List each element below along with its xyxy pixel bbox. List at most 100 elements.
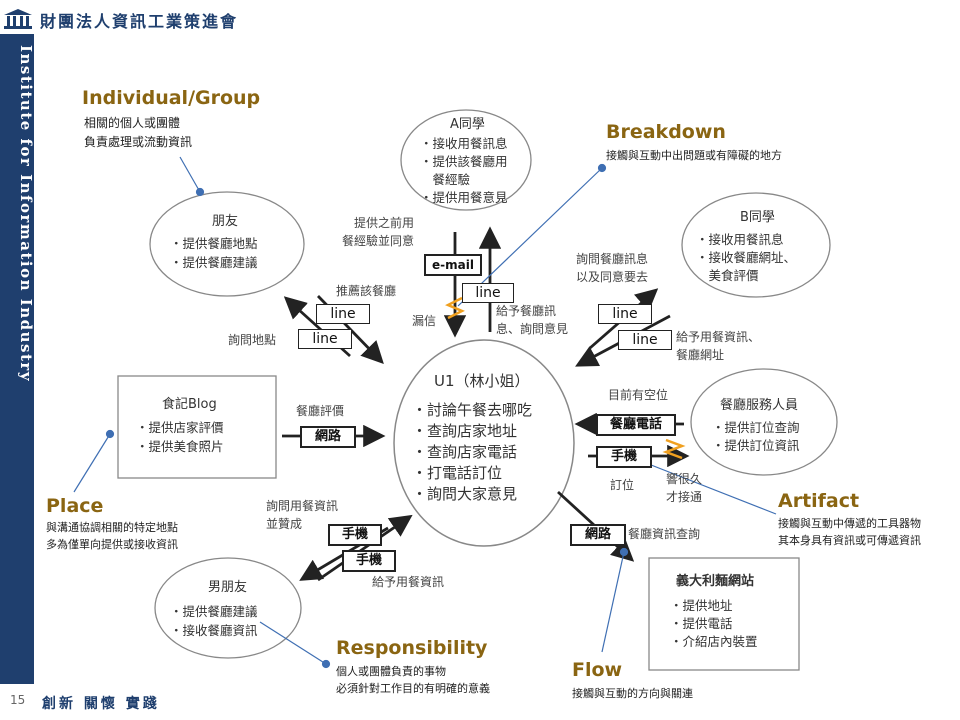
- category-place-title: Place: [46, 495, 104, 517]
- center-title: U1（林小姐）: [434, 372, 530, 390]
- website-item: ・提供地址: [670, 598, 733, 613]
- center-item: ・查詢店家地址: [412, 422, 518, 440]
- org-name: 財團法人資訊工業策進會: [40, 12, 239, 31]
- category-artifact-desc: 接觸與互動中傳遞的工具器物: [778, 517, 921, 530]
- page-number: 15: [10, 693, 26, 707]
- a-classmate-item: ・提供該餐廳用: [420, 154, 508, 169]
- flow-label-booking: 訂位: [610, 478, 635, 492]
- b-classmate-bubble: [681, 192, 831, 298]
- flow-label-b-give: 餐廳網址: [676, 348, 725, 362]
- category-responsibility-desc: 必須針對工作目的有明確的意義: [336, 682, 490, 695]
- artifact-email: e-mail: [424, 254, 482, 276]
- a-classmate-item: 餐經驗: [420, 172, 471, 187]
- artifact-mobile: 手機: [342, 550, 396, 572]
- b-classmate-title: B同學: [740, 210, 775, 225]
- friend-bubble: [149, 191, 305, 297]
- staff-bubble: [690, 368, 838, 476]
- flow-label-friend-ask: 詢問地點: [228, 333, 277, 347]
- website-item: ・提供電話: [670, 616, 733, 631]
- artifact-network: 網路: [570, 524, 626, 546]
- flow-label-busy: 才接通: [666, 490, 703, 504]
- friend-title: 朋友: [212, 214, 239, 229]
- a-classmate-item: ・接收用餐訊息: [420, 136, 508, 151]
- artifact-line: line: [462, 283, 514, 303]
- center-item: ・打電話訂位: [412, 464, 503, 482]
- friend-item: ・提供餐廳建議: [170, 255, 258, 270]
- breakdown-mark-email: [445, 296, 465, 320]
- flow-label-web-query: 餐廳資訊查詢: [628, 527, 701, 541]
- artifact-mobile: 手機: [328, 524, 382, 546]
- website-box: [648, 557, 800, 671]
- sidebar: Institute for Information Industry: [0, 0, 35, 720]
- category-flow-desc: 接觸與互動的方向與關連: [572, 687, 693, 700]
- pointer-responsibility: [259, 621, 327, 665]
- pointer-flow: [601, 551, 625, 653]
- flow-label-bf-ask: 並贊成: [266, 517, 303, 531]
- category-artifact-title: Artifact: [778, 490, 860, 512]
- category-flow-title: Flow: [572, 659, 623, 681]
- a-classmate-title: A同學: [450, 117, 485, 132]
- category-place-desc: 與溝通協調相關的特定地點: [46, 521, 178, 534]
- flow-label-busy: 響很久: [666, 472, 703, 486]
- category-breakdown-desc: 接觸與互動中出問題或有障礙的地方: [606, 149, 782, 162]
- friend-item: ・提供餐廳地點: [170, 236, 258, 251]
- category-individual-desc: 負責處理或流動資訊: [84, 135, 193, 149]
- flow-label-bf-give: 給予用餐資訊: [372, 575, 445, 589]
- blog-item: ・提供店家評價: [136, 420, 224, 435]
- a-classmate-bubble: [400, 109, 532, 211]
- blog-item: ・提供美食照片: [136, 439, 224, 454]
- artifact-line: line: [618, 330, 672, 350]
- boyfriend-bubble: [154, 557, 302, 659]
- center-bubble: [393, 339, 575, 547]
- artifact-restaurant-phone: 餐廳電話: [596, 414, 676, 436]
- category-individual-desc: 相關的個人或團體: [84, 116, 181, 130]
- pointer-individual: [179, 156, 201, 193]
- flow-label-b-ask: 以及同意要去: [576, 270, 649, 284]
- flow-label-b-ask: 詢問餐廳訊息: [576, 252, 649, 266]
- staff-item: ・提供訂位查詢: [712, 420, 800, 435]
- category-responsibility-desc: 個人或團體負責的事物: [336, 665, 446, 678]
- pointer-artifact: [645, 462, 777, 515]
- blog-box: [117, 375, 277, 479]
- artifact-line: line: [316, 304, 370, 324]
- sidebar-institute-name: Institute for Information Industry: [17, 45, 35, 383]
- category-artifact-desc: 其本身具有資訊或可傳遞資訊: [778, 534, 921, 547]
- sidebar-band: [0, 34, 34, 684]
- center-item: ・討論午餐去哪吃: [412, 401, 533, 419]
- flow-label-a-out: 給予餐廳訊: [496, 304, 557, 318]
- flow-label-b-give: 給予用餐資訊、: [676, 330, 761, 344]
- a-classmate-item: ・提供用餐意見: [420, 190, 508, 205]
- category-breakdown-title: Breakdown: [606, 121, 726, 143]
- pointer-place: [73, 433, 111, 493]
- institute-logo-icon: [4, 9, 32, 29]
- b-classmate-item: 美食評價: [696, 268, 759, 283]
- center-item: ・詢問大家意見: [412, 485, 518, 503]
- flow-label-blog-review: 餐廳評價: [296, 404, 345, 418]
- category-place-desc: 多為僅單向提供或接收資訊: [46, 538, 178, 551]
- staff-title: 餐廳服務人員: [720, 398, 799, 413]
- boyfriend-item: ・接收餐廳資訊: [170, 623, 258, 638]
- flow-arrow-boyfriend-to-center: [317, 514, 413, 582]
- artifact-network: 網路: [300, 426, 356, 448]
- b-classmate-item: ・接收用餐訊息: [696, 232, 784, 247]
- category-individual-title: Individual/Group: [82, 87, 261, 109]
- category-responsibility-title: Responsibility: [336, 637, 488, 659]
- blog-title: 食記Blog: [162, 397, 217, 412]
- artifact-line: line: [298, 329, 352, 349]
- flow-label-bf-ask: 詢問用餐資訊: [266, 499, 339, 513]
- flow-label-a-out: 息、詢問意見: [496, 322, 569, 336]
- b-classmate-item: ・接收餐廳網址、: [696, 250, 797, 265]
- boyfriend-item: ・提供餐廳建議: [170, 604, 258, 619]
- flow-label-a-in: 餐經驗並同意: [342, 234, 415, 248]
- website-title: 義大利麵網站: [676, 574, 755, 589]
- flow-label-friend-recommend: 推薦該餐廳: [336, 284, 397, 298]
- flow-label-missed: 漏信: [412, 314, 437, 328]
- flow-label-staff-vacancy: 目前有空位: [608, 388, 669, 402]
- breakdown-mark-phone: [662, 438, 686, 460]
- website-item: ・介紹店內裝置: [670, 634, 758, 649]
- artifact-line: line: [598, 304, 652, 324]
- boyfriend-title: 男朋友: [208, 580, 248, 595]
- footer-motto: 創新 關懷 實踐: [42, 696, 160, 712]
- staff-item: ・提供訂位資訊: [712, 438, 800, 453]
